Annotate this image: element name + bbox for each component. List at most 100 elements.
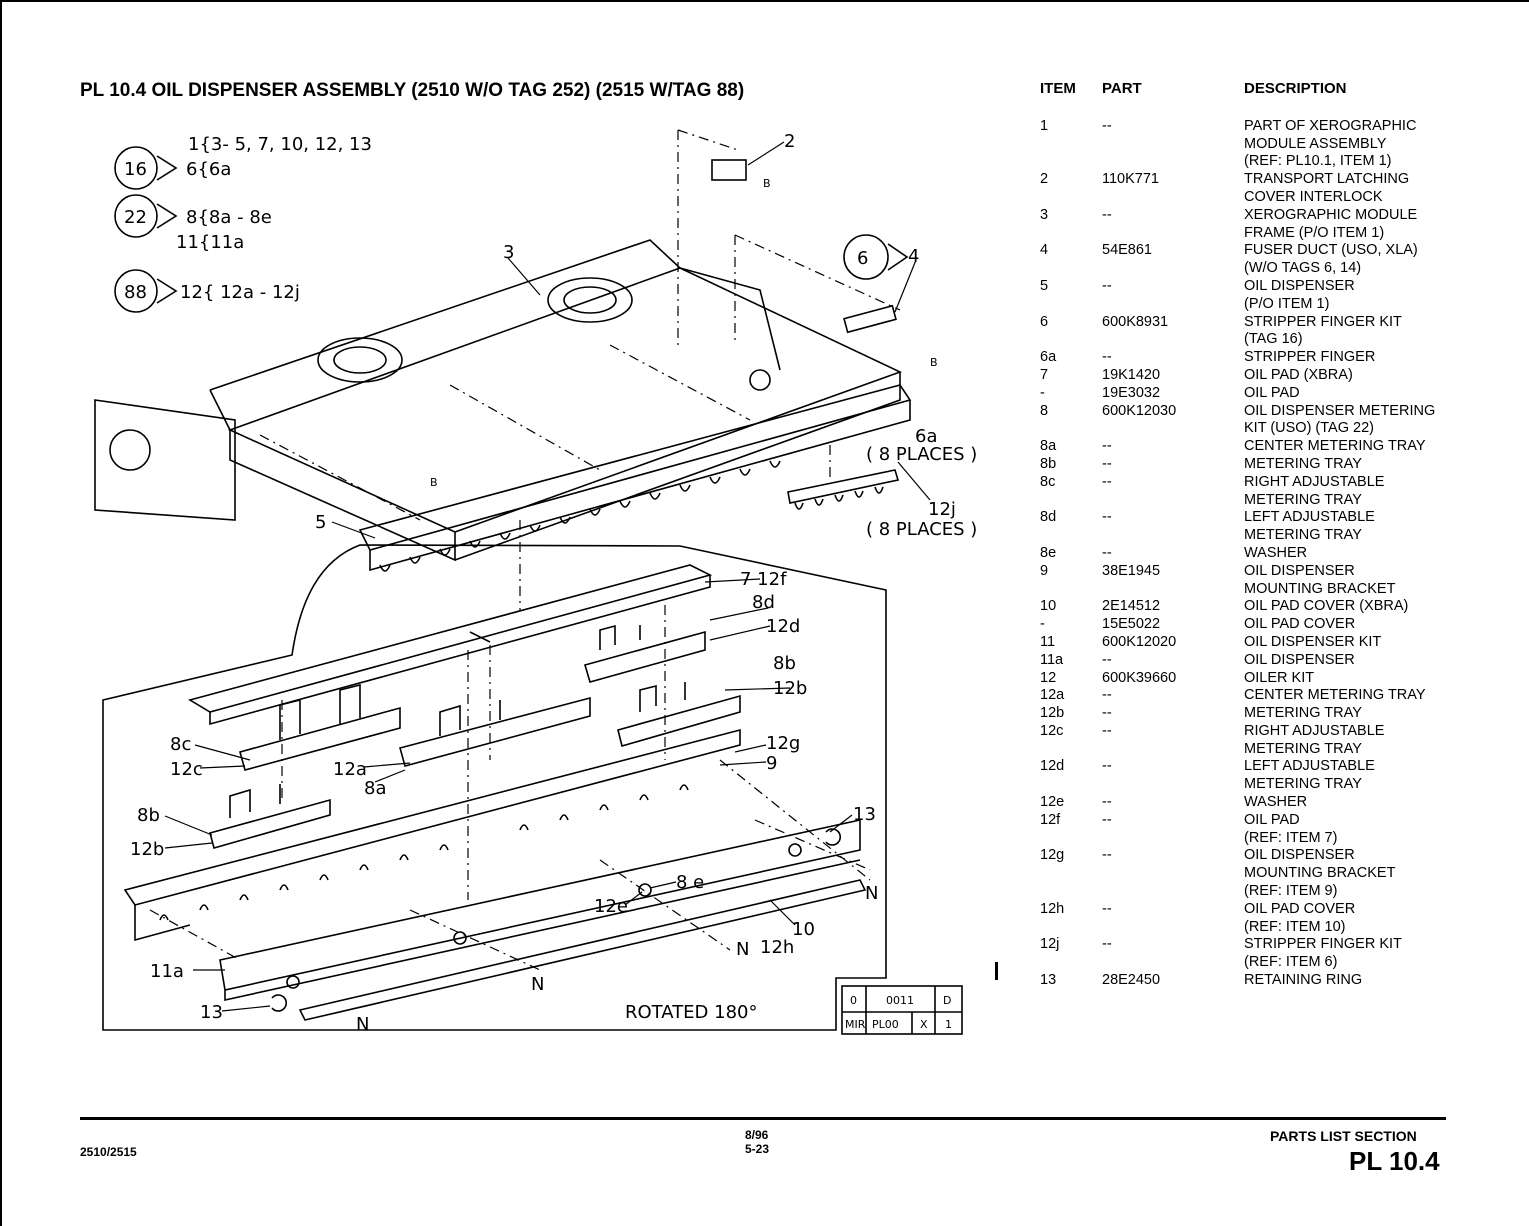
tag-arrow-22 [156, 203, 178, 229]
header-item: ITEM [1040, 80, 1076, 97]
description-line: STRIPPER FINGER KIT [1244, 936, 1402, 953]
callout-8b-left: 8b [137, 805, 160, 826]
table-row: 12b--METERING TRAY [1030, 705, 1470, 723]
stamp-r1c3: D [943, 994, 951, 1007]
row-description: METERING TRAY [1244, 705, 1470, 723]
top-border [0, 0, 1529, 2]
callout-12j: 12j [928, 499, 956, 520]
description-line: (P/O ITEM 1) [1244, 295, 1330, 312]
tag-circle-6 [843, 234, 889, 280]
description-line: MODULE ASSEMBLY [1244, 135, 1387, 152]
stripper-fingers-12j [787, 469, 900, 510]
callout-13-left: 13 [200, 1002, 223, 1023]
row-part: -- [1102, 758, 1112, 775]
description-line: LEFT ADJUSTABLE [1244, 509, 1375, 526]
description-line: RIGHT ADJUSTABLE [1244, 722, 1385, 739]
description-line: STRIPPER FINGER KIT [1244, 313, 1402, 330]
row-part: -- [1102, 277, 1112, 294]
oil-dispenser-5 [358, 384, 912, 572]
row-description: CENTER METERING TRAY [1244, 438, 1470, 456]
row-part: 600K39660 [1102, 669, 1177, 686]
interlock-2 [711, 159, 747, 181]
description-line: OIL DISPENSER [1244, 277, 1355, 294]
row-item: 8d [1040, 509, 1057, 526]
callout-12j-places: ( 8 PLACES ) [866, 519, 977, 540]
description-line: (REF: ITEM 9) [1244, 883, 1338, 900]
table-row: 11a--OIL DISPENSER [1030, 652, 1470, 670]
callout-n-right: N [865, 883, 878, 904]
callout-n-center: N [736, 939, 749, 960]
callout-4: 4 [908, 246, 919, 267]
row-item: 11a [1040, 651, 1064, 668]
row-item: 12 [1040, 669, 1057, 686]
tray-8c-12c [239, 683, 401, 771]
row-item: 5 [1040, 277, 1049, 294]
tray-8d-12d [584, 624, 706, 683]
description-line: RETAINING RING [1244, 972, 1363, 989]
row-item: 12h [1040, 900, 1065, 917]
callout-5: 5 [315, 512, 326, 533]
tag-arrow-16 [156, 155, 178, 181]
description-line: FUSER DUCT (USO, XLA) [1244, 242, 1418, 259]
stamp-r2c1: MIR [845, 1018, 866, 1031]
row-part: -- [1102, 455, 1112, 472]
description-line: OIL PAD [1244, 811, 1300, 828]
row-item: 8a [1040, 438, 1057, 455]
description-line: (W/O TAGS 6, 14) [1244, 260, 1362, 277]
callout-8d: 8d [752, 592, 775, 613]
row-part: -- [1102, 900, 1112, 917]
callout-6a: 6a [915, 426, 937, 447]
row-description: OIL DISPENSER KIT [1244, 634, 1470, 652]
revision-tick [995, 962, 998, 980]
row-description: OIL DISPENSER [1244, 652, 1470, 670]
row-description: RETAINING RING [1244, 972, 1470, 990]
mounting-bracket-9-12g [123, 728, 741, 942]
description-line: METERING TRAY [1244, 491, 1362, 508]
table-row: 8b -- METERING TRAY [1030, 456, 1470, 474]
row-item: - [1040, 616, 1045, 633]
description-line: OIL PAD COVER [1244, 616, 1356, 633]
row-item: 13 [1040, 972, 1057, 989]
row-item: 8b [1040, 455, 1057, 472]
description-line: (REF: ITEM 6) [1244, 954, 1338, 971]
row-description: WASHER [1244, 545, 1470, 563]
callout-n-middle: N [531, 974, 544, 995]
row-item: 12d [1040, 758, 1065, 775]
row-item: 4 [1040, 242, 1049, 259]
oil-pad-cover-10-12h [298, 879, 867, 1021]
row-description: METERING TRAY [1244, 456, 1470, 474]
row-part: -- [1102, 705, 1112, 722]
description-line: (REF: ITEM 10) [1244, 918, 1346, 935]
callout-12e: 12e [594, 896, 628, 917]
tag-text-16-line1: 1{3- 5, 7, 10, 12, 13 [188, 134, 372, 155]
row-item: 12a [1040, 687, 1065, 704]
description-line: OIL PAD COVER (XBRA) [1244, 598, 1409, 615]
approval-stamp-box [841, 985, 963, 1035]
callout-8e: 8 e [676, 872, 704, 893]
callout-2: 2 [784, 131, 795, 152]
row-part: 19K1420 [1102, 366, 1161, 383]
callout-12c: 12c [170, 759, 203, 780]
tag-number-22: 22 [124, 207, 147, 228]
row-item: 12f [1040, 811, 1061, 828]
description-line: OIL DISPENSER [1244, 651, 1355, 668]
footer-pl-number: PL 10.4 [1349, 1146, 1440, 1176]
callout-12d: 12d [766, 616, 800, 637]
callout-12b-left: 12b [130, 839, 164, 860]
row-item: 1 [1040, 117, 1049, 134]
washer-n1 [453, 931, 467, 945]
row-part: 600K12020 [1102, 633, 1177, 650]
description-line: TRANSPORT LATCHING [1244, 171, 1410, 188]
